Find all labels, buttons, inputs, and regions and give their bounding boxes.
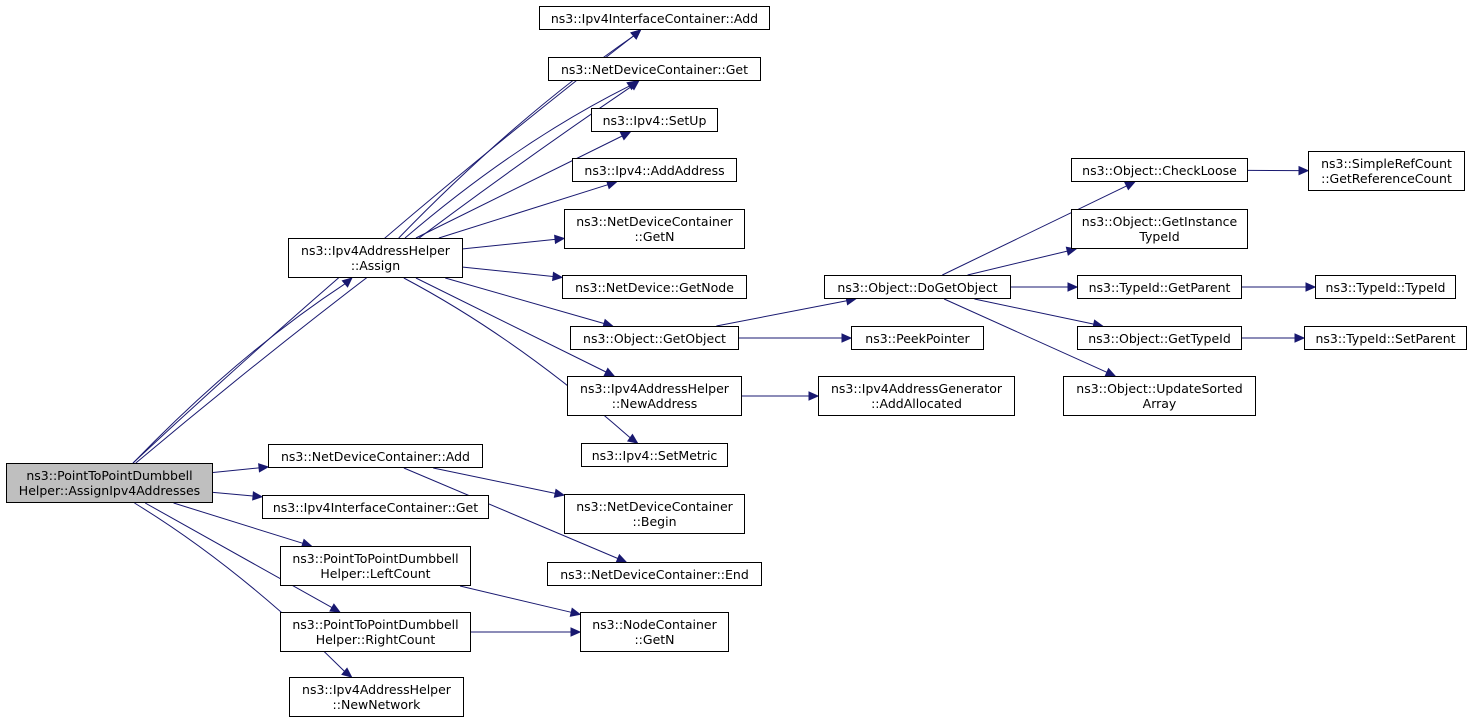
edge-arrowhead-ipv4_address_helper_assign-to-ipv4_setmetric bbox=[626, 433, 639, 444]
edge-arrowhead-ipv4_address_helper_assign-to-ipv4_if_container_add bbox=[630, 29, 642, 40]
node-object-do-get-object[interactable]: ns3::Object::DoGetObject bbox=[824, 275, 1011, 299]
edge-arrowhead-root-to-ipv4_if_container_get bbox=[252, 491, 264, 501]
node-ipv4-interface-container-add[interactable]: ns3::Ipv4InterfaceContainer::Add bbox=[539, 6, 770, 30]
node-ipv4-address-generator-add-allocated[interactable]: ns3::Ipv4AddressGenerator ::AddAllocated bbox=[818, 376, 1015, 416]
edge-ipv4_address_helper_assign-to-netdevice_getnode bbox=[462, 266, 554, 277]
node-node-container-getn[interactable]: ns3::NodeContainer ::GetN bbox=[580, 612, 729, 652]
node-ipv4-interface-container-get[interactable]: ns3::Ipv4InterfaceContainer::Get bbox=[262, 495, 489, 519]
node-object-update-sorted-array[interactable]: ns3::Object::UpdateSorted Array bbox=[1063, 376, 1256, 416]
edge-arrowhead-ipv4_address_helper_assign-to-ipv4_setup bbox=[619, 131, 632, 141]
edge-ipv4_address_helper_assign-to-ipv4_setup bbox=[415, 135, 623, 239]
edge-arrowhead-ipv4_address_helper_assign-to-ipv4_add_address bbox=[605, 180, 618, 190]
node-p2p-dumbbell-left-count[interactable]: ns3::PointToPointDumbbell Helper::LeftCo… bbox=[280, 546, 471, 586]
edge-ipv4_address_helper_assign-to-object_getobject bbox=[445, 277, 605, 324]
node-ipv4-address-helper-new-network[interactable]: ns3::Ipv4AddressHelper ::NewNetwork bbox=[289, 677, 464, 717]
edge-ipv4_address_helper_assign-to-ipv4_add_address bbox=[438, 184, 609, 239]
edge-object_dogetobject-to-object_checkloose bbox=[942, 185, 1127, 276]
edge-netdev_container_add-to-netdev_container_end bbox=[403, 467, 619, 559]
edge-root-to-ipv4_if_container_get bbox=[212, 491, 254, 497]
node-ipv4-set-metric[interactable]: ns3::Ipv4::SetMetric bbox=[581, 443, 728, 467]
edge-arrowhead-object_dogetobject-to-object_updatesortedarray bbox=[1104, 367, 1117, 377]
edge-ipv4_address_helper_assign-to-ipv4_address_helper_newaddress bbox=[415, 277, 607, 373]
edge-arrowhead-ipv4_address_helper_assign-to-netdev_container_get bbox=[626, 80, 638, 91]
node-object-get-object[interactable]: ns3::Object::GetObject bbox=[570, 326, 739, 350]
edge-ipv4_address_helper_assign-to-netdev_container_get bbox=[404, 85, 630, 239]
edge-arrowhead-typeid_getparent-to-typeid_typeid bbox=[1305, 282, 1317, 292]
edge-netdev_container_add-to-netdev_container_begin bbox=[433, 467, 556, 494]
edge-arrowhead-object_checkloose-to-simplerefcount_getreferencecount bbox=[1298, 165, 1310, 176]
node-net-device-container-add[interactable]: ns3::NetDeviceContainer::Add bbox=[268, 444, 483, 468]
edge-arrowhead-object_dogetobject-to-object_checkloose bbox=[1124, 181, 1136, 191]
edge-root-to-p2p_rightcount bbox=[144, 502, 333, 609]
edge-arrowhead-ipv4_address_helper_newaddress-to-ipv4_address_generator_addallocated bbox=[808, 391, 820, 401]
edge-arrowhead-object_gettypeid-to-typeid_setparent bbox=[1294, 333, 1306, 343]
edge-root-to-ipv4_address_helper_assign bbox=[132, 283, 346, 464]
edge-object_getobject-to-object_dogetobject bbox=[716, 300, 847, 327]
node-root-assign-ipv4-addresses: ns3::PointToPointDumbbell Helper::Assign… bbox=[6, 463, 213, 503]
node-p2p-dumbbell-right-count[interactable]: ns3::PointToPointDumbbell Helper::RightC… bbox=[280, 612, 471, 652]
node-typeid-typeid[interactable]: ns3::TypeId::TypeId bbox=[1315, 275, 1456, 299]
edge-object_dogetobject-to-object_gettypeid bbox=[974, 298, 1094, 325]
edge-arrowhead-netdev_container_add-to-netdev_container_begin bbox=[553, 488, 566, 498]
edge-p2p_leftcount-to-node_container_getn bbox=[459, 585, 572, 613]
edge-arrowhead-p2p_rightcount-to-node_container_getn bbox=[570, 627, 582, 637]
edge-arrowhead-root-to-p2p_rightcount bbox=[329, 603, 341, 613]
node-net-device-container-begin[interactable]: ns3::NetDeviceContainer ::Begin bbox=[564, 494, 745, 534]
node-typeid-get-parent[interactable]: ns3::TypeId::GetParent bbox=[1077, 275, 1242, 299]
edge-root-to-p2p_leftcount bbox=[173, 502, 303, 544]
node-object-get-typeid[interactable]: ns3::Object::GetTypeId bbox=[1077, 326, 1242, 350]
edge-arrowhead-ipv4_address_helper_assign-to-ipv4_address_helper_newaddress bbox=[603, 367, 616, 377]
node-peek-pointer[interactable]: ns3::PeekPointer bbox=[851, 326, 984, 350]
edge-arrowhead-object_dogetobject-to-typeid_getparent bbox=[1067, 282, 1079, 292]
edge-arrowhead-root-to-netdev_container_add bbox=[258, 463, 270, 473]
node-net-device-container-end[interactable]: ns3::NetDeviceContainer::End bbox=[547, 562, 762, 586]
edge-arrowhead-ipv4_address_helper_assign-to-netdev_container_getn bbox=[554, 234, 566, 245]
node-ipv4-setup[interactable]: ns3::Ipv4::SetUp bbox=[591, 108, 718, 132]
edge-arrowhead-p2p_leftcount-to-node_container_getn bbox=[569, 607, 582, 617]
node-net-device-container-get[interactable]: ns3::NetDeviceContainer::Get bbox=[548, 57, 761, 81]
node-object-get-instance-typeid[interactable]: ns3::Object::GetInstance TypeId bbox=[1071, 209, 1248, 249]
edge-arrowhead-root-to-ipv4_address_helper_assign bbox=[341, 277, 353, 288]
node-net-device-get-node[interactable]: ns3::NetDevice::GetNode bbox=[562, 275, 747, 299]
edge-ipv4_address_helper_assign-to-netdev_container_getn bbox=[462, 238, 556, 250]
node-typeid-set-parent[interactable]: ns3::TypeId::SetParent bbox=[1304, 326, 1467, 350]
node-ipv4-add-address[interactable]: ns3::Ipv4::AddAddress bbox=[572, 158, 737, 182]
node-ipv4-address-helper-assign[interactable]: ns3::Ipv4AddressHelper ::Assign bbox=[288, 238, 463, 278]
node-simple-ref-count-get-reference-count[interactable]: ns3::SimpleRefCount ::GetReferenceCount bbox=[1308, 151, 1465, 191]
edge-arrowhead-root-to-ipv4_address_helper_newnetwork bbox=[341, 667, 353, 678]
edge-root-to-netdev_container_add bbox=[212, 467, 260, 473]
node-net-device-container-getn[interactable]: ns3::NetDeviceContainer ::GetN bbox=[564, 209, 745, 249]
edge-object_dogetobject-to-object_updatesortedarray bbox=[943, 298, 1108, 373]
node-ipv4-address-helper-new-address[interactable]: ns3::Ipv4AddressHelper ::NewAddress bbox=[567, 376, 742, 416]
edge-arrowhead-object_getobject-to-peekpointer bbox=[841, 333, 853, 343]
node-object-check-loose[interactable]: ns3::Object::CheckLoose bbox=[1071, 158, 1248, 182]
edge-object_dogetobject-to-object_getinstancetypeid bbox=[967, 250, 1068, 276]
edge-arrowhead-ipv4_address_helper_assign-to-netdevice_getnode bbox=[552, 271, 564, 282]
